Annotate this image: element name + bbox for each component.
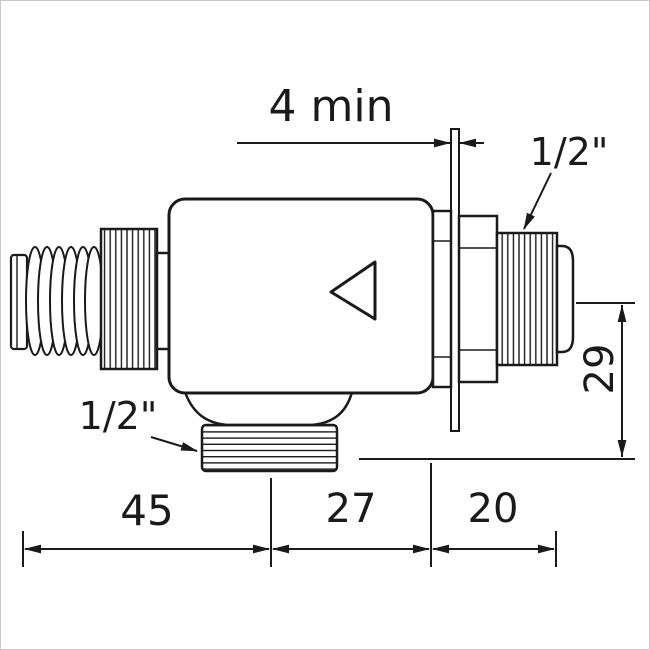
bottom-outlet — [183, 391, 354, 473]
flexible-hose — [9, 246, 104, 356]
callout-right-thread: 1/2" — [523, 130, 609, 230]
dimension-29-label: 29 — [577, 344, 623, 395]
mounting-nut — [457, 214, 499, 384]
flow-direction-icon — [329, 260, 377, 321]
dimension-29: 29 — [359, 302, 635, 460]
valve-body — [167, 197, 435, 395]
outlet-thread — [200, 423, 339, 473]
dimension-27-label: 27 — [326, 486, 377, 532]
dimension-4min: 4 min — [237, 81, 484, 148]
dimension-20-label: 20 — [468, 486, 519, 532]
right-thread-block — [495, 231, 559, 367]
hose-end-cap — [9, 253, 29, 351]
dimension-chain-bottom: 45 27 20 — [22, 463, 557, 567]
dimension-45-label: 45 — [120, 486, 173, 535]
dimension-4min-label: 4 min — [269, 81, 394, 132]
callout-bottom-thread: 1/2" — [79, 394, 198, 452]
end-cap — [555, 244, 575, 354]
outlet-shoulder — [183, 391, 354, 427]
right-thread-size-label: 1/2" — [530, 130, 609, 174]
back-flange — [431, 209, 453, 389]
bottom-thread-size-label: 1/2" — [79, 394, 158, 438]
left-thread-block — [99, 227, 159, 371]
